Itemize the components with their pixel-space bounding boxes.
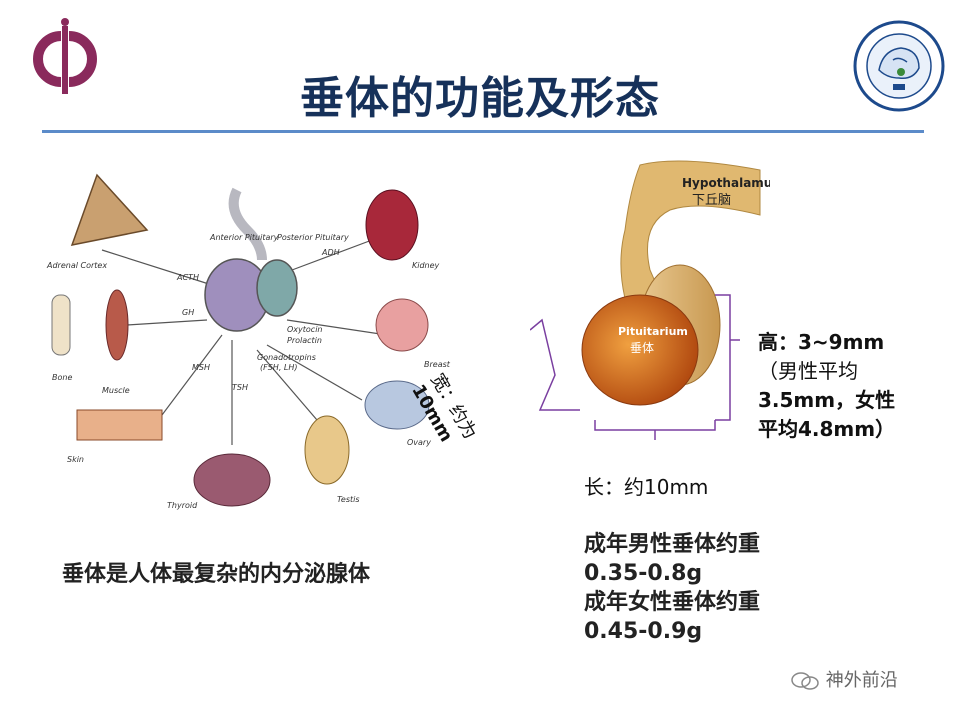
page-title: 垂体的功能及形态 (300, 73, 660, 124)
adh-label: ADH (321, 248, 340, 257)
tsh-label: TSH (232, 383, 248, 392)
oxytocin-label: Oxytocin (287, 325, 323, 334)
female-weight-value: 0.45-0.9g (584, 619, 703, 644)
bone-label: Bone (52, 373, 72, 382)
gonadotropins-label: Gonadotropins (257, 353, 316, 362)
kidney-label: Kidney (412, 261, 440, 270)
msh-label: MSH (192, 363, 210, 372)
posterior-pituitary-label: Posterior Pituitary (277, 233, 349, 242)
anterior-pituitary-label: Anterior Pituitary (209, 233, 279, 242)
acth-label: ACTH (176, 273, 199, 282)
breast-label: Breast (424, 360, 451, 369)
pituitarium-cn-label: 垂体 (630, 341, 654, 355)
ovary-label: Ovary (407, 438, 431, 447)
muscle-label: Muscle (102, 386, 130, 395)
skin-label: Skin (67, 455, 84, 464)
pituitary-illustration: Hypothalamus 下丘脑 Pituitarium 垂体 (581, 160, 770, 406)
watermark: 神外前沿 (790, 666, 898, 692)
pituitarium-en-label: Pituitarium (618, 325, 688, 338)
weights-block: 成年男性垂体约重 0.35-0.8g 成年女性垂体约重 0.45-0.9g (584, 530, 760, 646)
testis-label: Testis (337, 495, 360, 504)
watermark-text: 神外前沿 (825, 670, 898, 691)
hypothalamus-cn-label: 下丘脑 (692, 193, 731, 208)
association-seal-logo (853, 20, 945, 112)
diagram-caption: 垂体是人体最复杂的内分泌腺体 (62, 562, 371, 587)
length-label: 长：约10mm (584, 475, 709, 499)
adrenal-cortex-label: Adrenal Cortex (46, 261, 107, 270)
prolactin-label: Prolactin (287, 336, 322, 345)
hypothalamus-en-label: Hypothalamus (682, 176, 770, 190)
thyroid-label: Thyroid (167, 501, 198, 510)
institution-logo (33, 18, 97, 94)
dimension-brackets (530, 294, 740, 440)
title-divider (42, 130, 924, 133)
female-weight-label: 成年女性垂体约重 (584, 590, 761, 615)
male-weight-label: 成年男性垂体约重 (584, 532, 761, 557)
male-weight-value: 0.35-0.8g (584, 561, 703, 586)
fsh-lh-label: (FSH, LH) (260, 363, 298, 372)
height-label: 高：3~9mm （男性平均 3.5mm，女性 平均4.8mm） (758, 330, 896, 441)
wechat-icon (790, 671, 820, 691)
pituitary-hormone-diagram: Anterior Pituitary Posterior Pituitary A… (46, 173, 451, 510)
gh-label: GH (182, 308, 194, 317)
